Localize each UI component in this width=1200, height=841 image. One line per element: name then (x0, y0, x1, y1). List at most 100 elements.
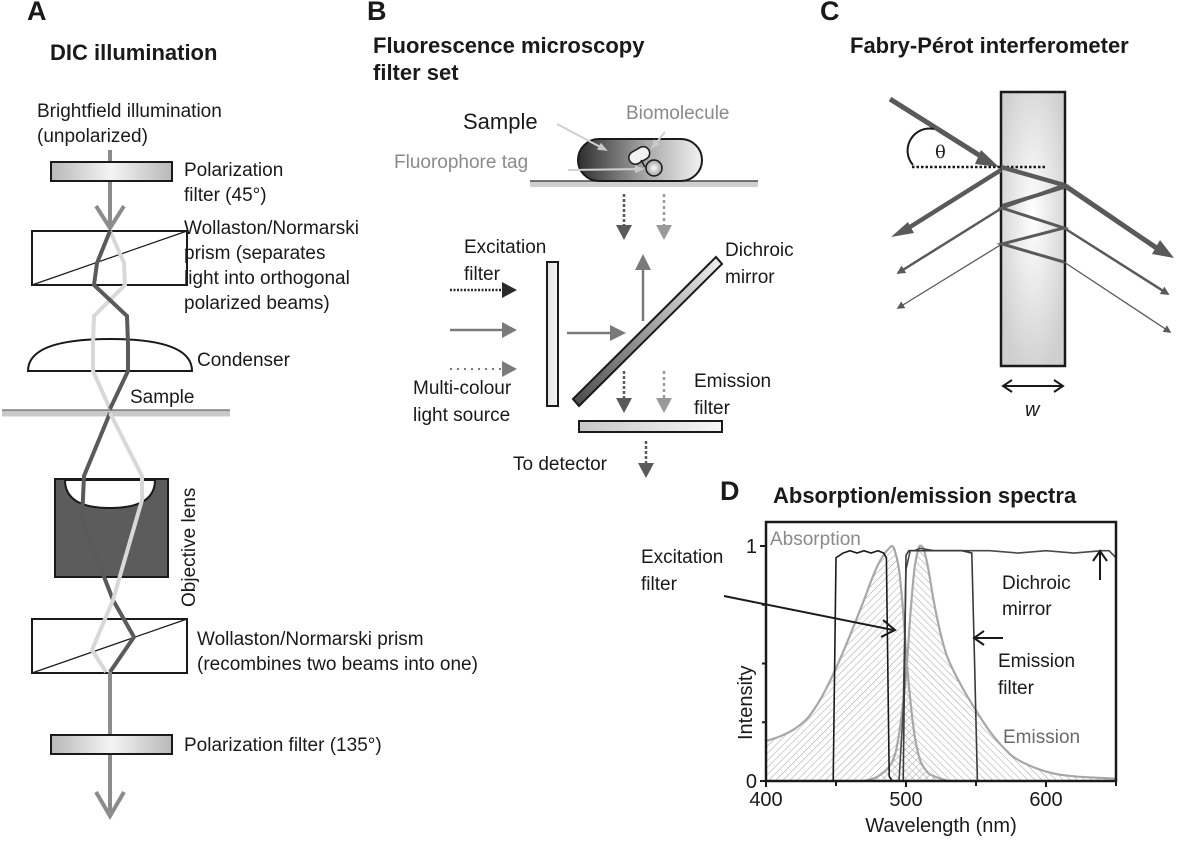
excitation-filter-annotation-line1: Excitation (641, 547, 723, 568)
objective-lens-element (63, 479, 157, 510)
refracted-ray (1000, 164, 1065, 188)
panel-d-letter: D (720, 476, 740, 506)
source-label-line1: Brightfield illumination (37, 101, 222, 122)
prism-split-line-bottom (31, 618, 188, 674)
theta-label: θ (935, 142, 946, 163)
prism1-label-line3: light into orthogonal (184, 268, 350, 289)
up-arrow-icon (1092, 549, 1108, 562)
right-arrow-icon (502, 322, 517, 338)
first-internal-reflection (1001, 185, 1065, 208)
polarization-filter-135 (50, 734, 173, 755)
incident-ray (888, 96, 992, 165)
polarizer1-label-line1: Polarization (184, 160, 283, 181)
chart-title: Absorption/emission spectra (773, 483, 1077, 508)
dichroic-annotation-line2: mirror (1002, 599, 1052, 620)
dichroic-annotation-line1: Dichroic (1002, 573, 1071, 594)
emission-filter-annotation-line1: Emission (998, 651, 1075, 672)
dark-beam-path-2 (79, 412, 137, 674)
dichroic-mirror (571, 255, 724, 408)
dichroic-label-line2: mirror (725, 267, 775, 288)
incident-arrowhead-icon (975, 150, 999, 167)
series-line-excitation-filter (766, 549, 1116, 781)
panel-b-letter: B (367, 0, 387, 26)
excitation-pointer-arrow (723, 595, 894, 631)
excitation-filter (546, 261, 559, 407)
biomolecule-pointer-arrow (650, 131, 666, 150)
sample-label-b: Sample (463, 109, 538, 134)
right-chevron-icon (1053, 379, 1065, 393)
polarization-filter-45 (50, 161, 173, 182)
panel-b-title-line2: filter set (373, 60, 459, 85)
excitation-filter-annotation-line2: filter (641, 574, 678, 595)
dark-beam-path-1 (91, 230, 130, 410)
panel-a: A DIC illumination Brightfield illuminat… (2, 0, 478, 820)
x-tick-label: 600 (1029, 789, 1062, 811)
emission-annotation: Emission (1003, 727, 1080, 748)
y-tick-label: 1 (746, 536, 757, 558)
emission-label-line2: filter (694, 398, 731, 419)
panel-a-title: DIC illumination (50, 40, 217, 65)
left-arrowhead-icon (891, 222, 914, 237)
excitation-label-line2: filter (464, 264, 501, 285)
panel-c: C Fabry-Pérot interferometer θ w (820, 0, 1174, 421)
reflected-ray-3 (896, 243, 1003, 309)
down-arrow-icon (616, 398, 632, 413)
emission-filter (578, 420, 723, 433)
source-label-line2-b: light source (413, 405, 510, 426)
down-arrow-icon (616, 225, 632, 240)
fluorophore-label: Fluorophore tag (394, 152, 528, 173)
biomolecule-icon (628, 145, 651, 165)
reflected-ray-1 (900, 168, 1003, 234)
x-axis-label: Wavelength (nm) (865, 815, 1017, 837)
prism2-label-line2: (recombines two beams into one) (197, 654, 478, 675)
light-beam-path-1 (91, 230, 128, 410)
y-axis-label: Intensity (735, 666, 757, 740)
panel-c-title: Fabry-Pérot interferometer (850, 33, 1129, 58)
down-arrow-icon (656, 225, 672, 240)
condenser-label: Condenser (197, 350, 291, 371)
output-arrowhead-icon (94, 790, 126, 820)
transmitted-ray-3 (1063, 261, 1172, 333)
sample-pointer-arrow (556, 123, 608, 151)
y-tick-label: 0 (746, 771, 757, 793)
emission-label-line1: Emission (694, 371, 771, 392)
objective-label: Objective lens (179, 488, 200, 607)
x-tick-label: 400 (749, 789, 782, 811)
right-arrow-icon (610, 325, 626, 341)
biomolecule-label: Biomolecule (626, 103, 730, 124)
panel-a-letter: A (27, 0, 47, 26)
right-arrow-icon (502, 361, 517, 377)
prism1-label-line4: polarized beams) (184, 293, 330, 314)
fluorophore-pointer-arrow (567, 165, 645, 174)
polarizer2-label: Polarization filter (135°) (184, 735, 382, 756)
spectra-lines (766, 544, 1116, 781)
panel-b-title-line1: Fluorescence microscopy (373, 33, 645, 58)
series-fill-emission (864, 545, 1116, 781)
series-line-emission-filter (766, 549, 1116, 781)
transmitted-ray-2 (1063, 226, 1170, 296)
right-arrowhead-icon (1152, 240, 1174, 258)
transmitted-ray-1 (1062, 182, 1160, 252)
condenser-lens (26, 337, 194, 372)
left-chevron-icon (1001, 379, 1013, 393)
width-label: w (1025, 399, 1041, 421)
x-tick-label: 500 (889, 789, 922, 811)
prism1-label-line2: prism (separates (184, 243, 326, 264)
plot-frame (764, 520, 1118, 783)
source-label-line2: (unpolarized) (37, 126, 148, 147)
fluorophore-icon (645, 159, 663, 177)
prism-split-line (31, 230, 188, 286)
beam-arrowhead-icon (94, 204, 126, 232)
source-label-line1-b: Multi-colour (413, 378, 512, 399)
excitation-label-line1: Excitation (464, 237, 546, 258)
arrow-head-icon (880, 619, 897, 638)
down-arrow-icon (656, 398, 672, 413)
panel-b: B Fluorescence microscopy filter set Sam… (367, 0, 794, 478)
left-arrow-icon (972, 630, 985, 646)
panel-d: D Absorption/emission spectra 400 500 600 0… (641, 476, 1118, 837)
light-beam-path-2 (89, 412, 144, 674)
sample-label: Sample (130, 387, 194, 408)
right-arrow-icon (502, 282, 517, 298)
emission-filter-annotation-line2: filter (998, 678, 1035, 699)
